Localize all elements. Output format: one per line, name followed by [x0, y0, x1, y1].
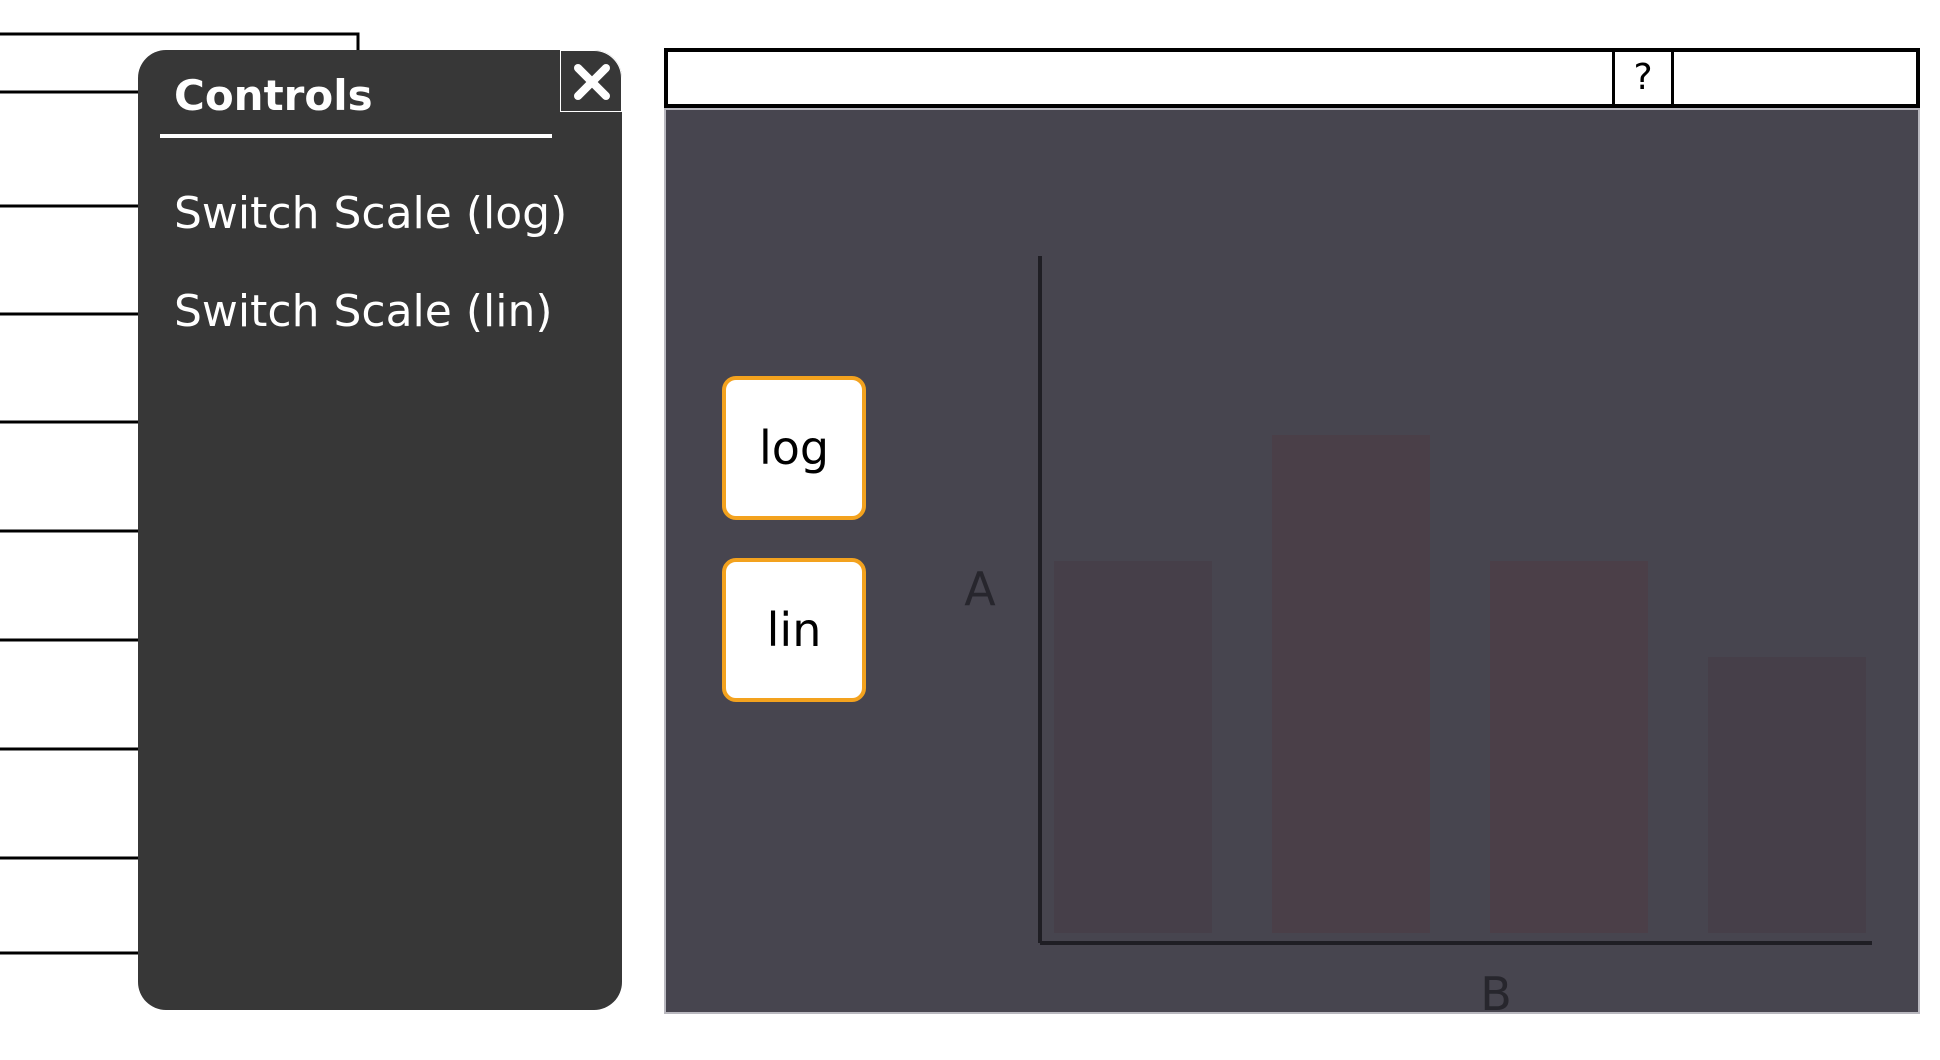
bar	[1272, 435, 1430, 933]
controls-panel: Controls Switch Scale (log) Switch Scale…	[138, 50, 622, 1010]
switch-scale-lin-item[interactable]: Switch Scale (lin)	[174, 286, 553, 337]
close-button[interactable]	[560, 50, 622, 112]
window-titlebar: ?	[664, 48, 1920, 108]
bar	[1490, 561, 1648, 933]
log-scale-button[interactable]: log	[722, 376, 866, 520]
x-axis-label: B	[1480, 967, 1512, 1014]
switch-scale-log-item[interactable]: Switch Scale (log)	[174, 188, 568, 239]
bar	[1708, 657, 1866, 933]
help-button[interactable]: ?	[1612, 52, 1674, 108]
controls-title: Controls	[174, 71, 373, 120]
bars-group	[1054, 435, 1866, 933]
bar	[1054, 561, 1212, 933]
bg-line	[0, 32, 360, 52]
bar-chart: A B	[964, 256, 1872, 1014]
chart-window: ? A B log lin	[664, 48, 1920, 1014]
close-icon	[574, 64, 610, 100]
controls-title-underline	[160, 134, 552, 138]
y-axis-label: A	[964, 562, 996, 616]
lin-scale-button[interactable]: lin	[722, 558, 866, 702]
